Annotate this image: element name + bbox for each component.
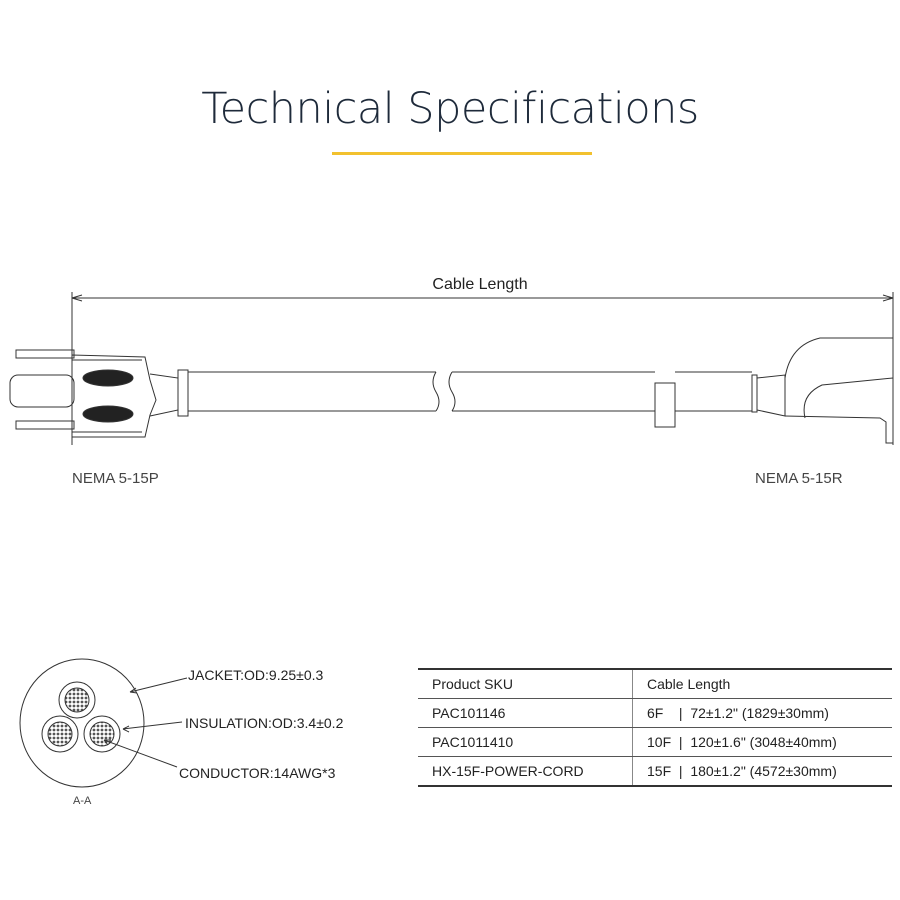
cable-body: [188, 371, 752, 428]
length-cell: 10F | 120±1.6" (3048±40mm): [632, 727, 892, 757]
length-cell: 6F | 72±1.2" (1829±30mm): [632, 698, 892, 728]
length-cell: 15F | 180±1.2" (4572±30mm): [632, 756, 892, 787]
jacket-annotation: JACKET:OD:9.25±0.3: [188, 667, 324, 683]
sku-cell: PAC1011410: [418, 727, 633, 757]
nema-5-15p-plug: [9, 349, 189, 438]
sku-cell: PAC101146: [418, 698, 633, 728]
left-connector-label: NEMA 5-15P: [72, 470, 159, 487]
header-sku: Product SKU: [418, 668, 633, 699]
cable-length-label: Cable Length: [432, 276, 528, 293]
sku-cell: HX-15F-POWER-CORD: [418, 756, 633, 787]
cross-section-drawing: [19, 658, 188, 788]
accent-underline: [332, 152, 592, 155]
dimension-line: [71, 292, 894, 445]
header-length: Cable Length: [632, 668, 892, 699]
section-label: A-A: [73, 795, 92, 807]
right-connector-label: NEMA 5-15R: [755, 470, 843, 487]
conductor-annotation: CONDUCTOR:14AWG*3: [179, 765, 336, 781]
nema-5-15r-connector: [751, 337, 894, 444]
insulation-annotation: INSULATION:OD:3.4±0.2: [185, 715, 344, 731]
page-title: Technical Specifications: [201, 84, 699, 134]
